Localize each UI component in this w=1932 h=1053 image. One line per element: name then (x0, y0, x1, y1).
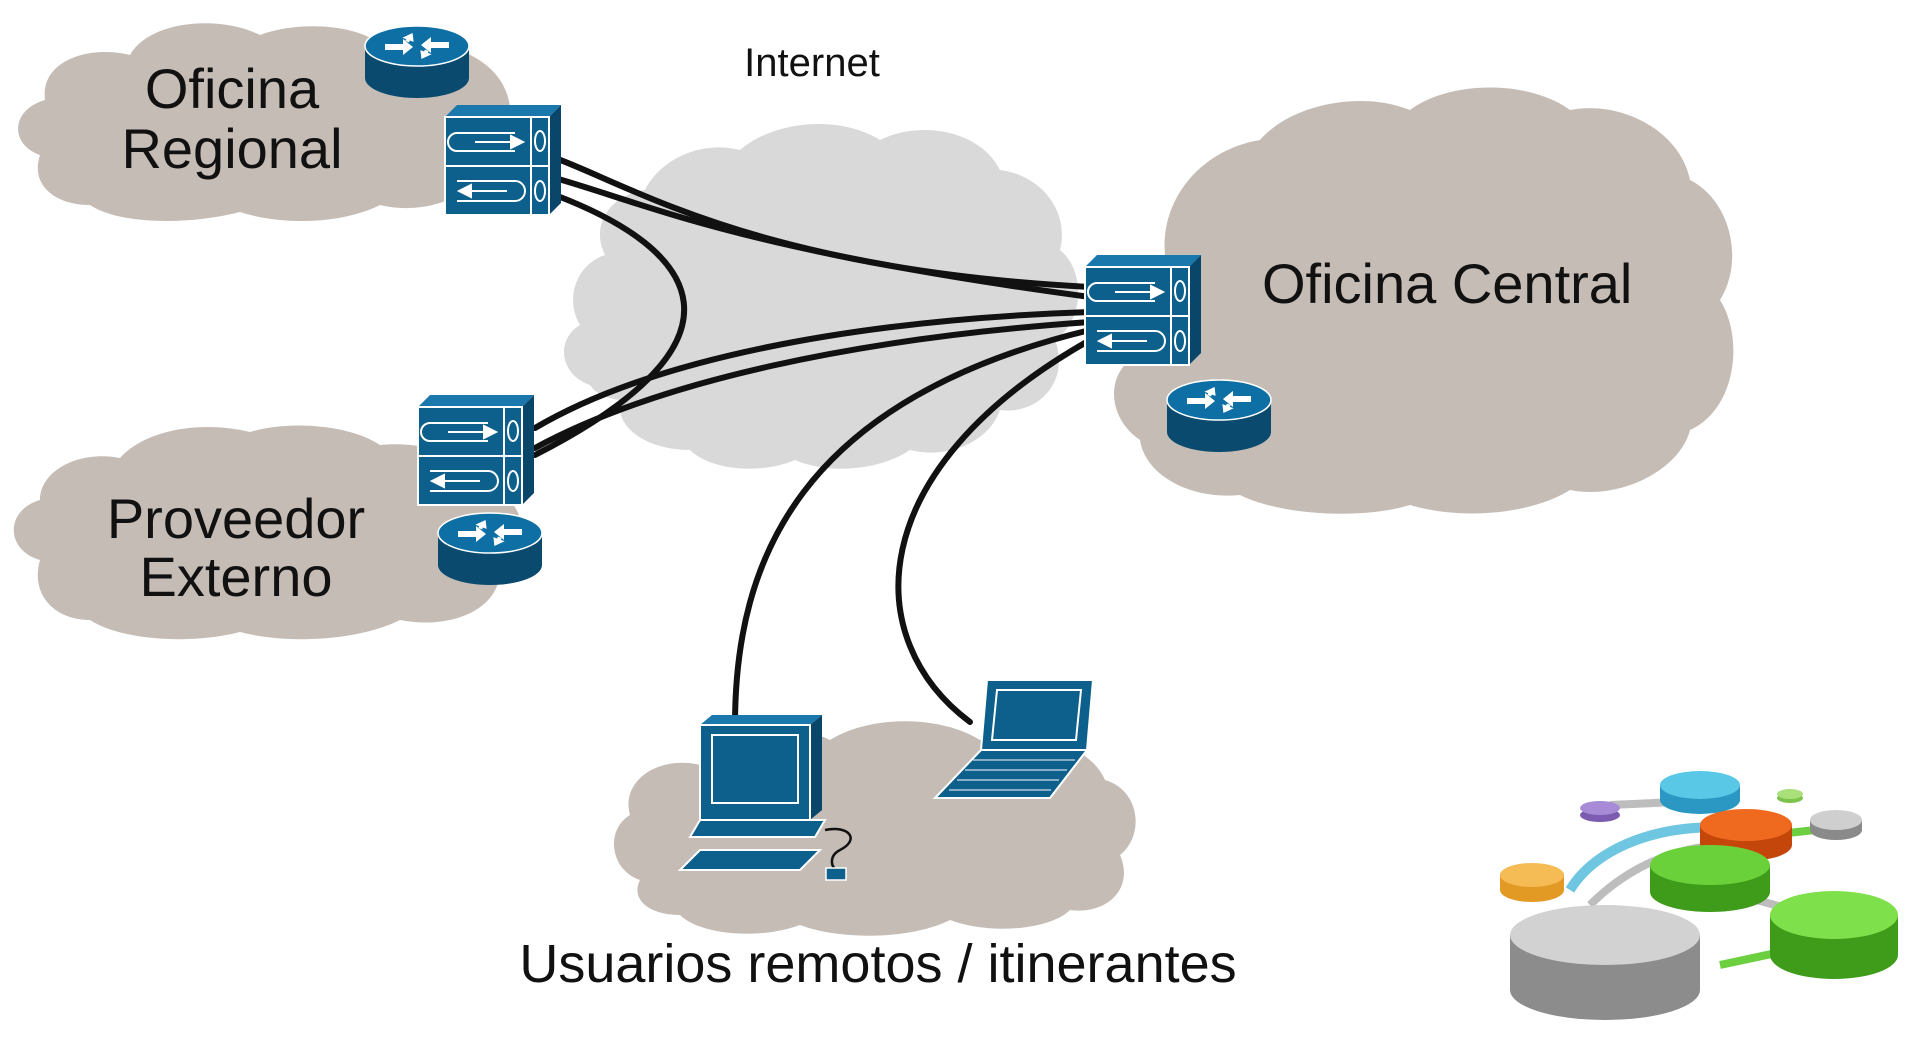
cloud-proveedor-externo (13, 425, 522, 640)
network-links (532, 155, 1093, 728)
label-oficina-regional-line1: Oficina (145, 57, 320, 120)
database-network-logo (1495, 735, 1932, 1053)
label-proveedor-externo-line2: Externo (140, 545, 333, 608)
label-oficina-central: Oficina Central (1262, 252, 1632, 315)
label-oficina-regional-line2: Regional (121, 117, 342, 180)
desktop-computer-icon (677, 715, 852, 881)
laptop-icon (932, 679, 1095, 799)
label-internet: Internet (744, 41, 880, 85)
firewall-icon (417, 394, 535, 506)
router-icon (1166, 379, 1272, 453)
router-icon (437, 512, 543, 586)
cloud-internet (563, 123, 1079, 469)
firewall-icon (444, 104, 562, 216)
label-proveedor-externo-line1: Proveedor (107, 487, 365, 550)
firewall-icon (1084, 254, 1202, 366)
label-usuarios-remotos: Usuarios remotos / itinerantes (519, 934, 1236, 994)
router-icon (364, 25, 470, 99)
